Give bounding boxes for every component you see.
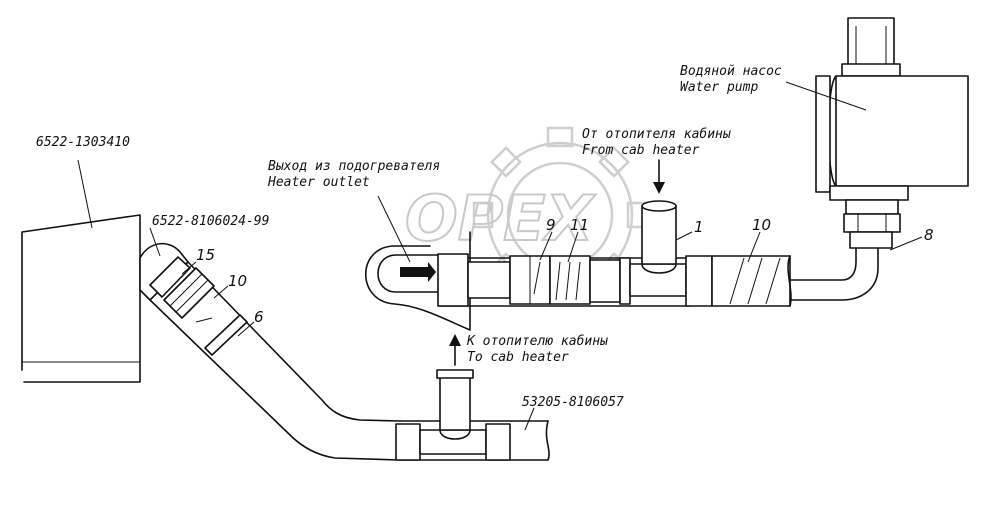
leader-10-left [213, 285, 229, 299]
label-water-pump-ru: Водяной насос [680, 64, 782, 79]
arrow-to-cab-heater [449, 334, 461, 366]
leader-heater-outlet [377, 195, 411, 263]
callout-8: 8 [924, 226, 934, 244]
leader-9 [539, 231, 553, 261]
callout-11: 11 [570, 216, 589, 234]
label-6522-8106024: 6522-8106024-99 [152, 214, 269, 229]
middle-hose-assembly [437, 200, 792, 307]
callout-10-right: 10 [752, 216, 771, 234]
callout-9: 9 [546, 216, 556, 234]
hose-8 [789, 247, 879, 301]
callout-1: 1 [694, 218, 704, 236]
leader-10-right [747, 231, 761, 263]
label-to-heater-en: To cab heater [467, 350, 569, 365]
bottom-tee [395, 369, 550, 461]
water-pump [815, 17, 969, 249]
leader-6 [237, 321, 255, 337]
leader-6522-1303410 [77, 159, 93, 229]
label-6522-1303410: 6522-1303410 [36, 135, 130, 150]
arrow-from-cab-heater [653, 159, 665, 194]
callout-15: 15 [196, 246, 215, 264]
label-heater-outlet-ru: Выход из подогревателя [268, 159, 440, 174]
heater-outlet-loop [364, 231, 471, 331]
leader-water-pump [785, 81, 867, 111]
label-to-heater-ru: К отопителю кабины [466, 334, 608, 349]
leader-15 [181, 261, 197, 275]
radiator-block [21, 214, 141, 383]
leader-1 [675, 231, 693, 241]
label-53205-8106057: 53205-8106057 [522, 395, 624, 410]
leader-8 [889, 236, 923, 251]
watermark-text: OPEX [405, 182, 596, 255]
label-heater-outlet-en: Heater outlet [267, 175, 370, 190]
left-hose-6 [139, 242, 401, 461]
label-from-heater-ru: От отопителя кабины [582, 127, 731, 142]
callout-6: 6 [254, 308, 264, 326]
leader-53205-8106057 [524, 407, 535, 431]
leader-6522-8106024 [149, 227, 161, 257]
callout-10-left: 10 [228, 272, 247, 290]
label-from-heater-en: From cab heater [582, 143, 700, 158]
label-water-pump-en: Water pump [680, 80, 758, 95]
leader-11 [567, 231, 579, 263]
